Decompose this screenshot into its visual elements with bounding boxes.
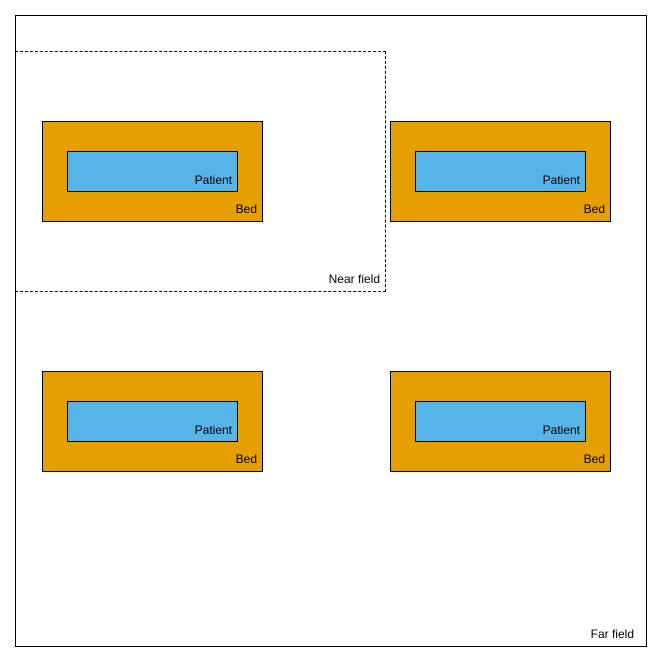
patient-label: Patient [194, 173, 232, 187]
bed-top-left: Patient Bed [42, 121, 263, 222]
bed-bottom-left: Patient Bed [42, 371, 263, 472]
patient-label: Patient [542, 423, 580, 437]
near-field-label: Near field [328, 272, 380, 286]
near-field-region: Near field [15, 51, 386, 292]
far-field-region: Far field [15, 15, 647, 647]
bed-label: Bed [583, 452, 605, 466]
far-field-label: Far field [590, 627, 634, 641]
bed-label: Bed [235, 452, 257, 466]
patient-label: Patient [194, 423, 232, 437]
patient-bottom-left: Patient [67, 401, 238, 442]
patient-top-left: Patient [67, 151, 238, 192]
patient-label: Patient [542, 173, 580, 187]
bed-label: Bed [235, 202, 257, 216]
bed-top-right: Patient Bed [390, 121, 611, 222]
bed-bottom-right: Patient Bed [390, 371, 611, 472]
patient-top-right: Patient [415, 151, 586, 192]
patient-bottom-right: Patient [415, 401, 586, 442]
bed-label: Bed [583, 202, 605, 216]
